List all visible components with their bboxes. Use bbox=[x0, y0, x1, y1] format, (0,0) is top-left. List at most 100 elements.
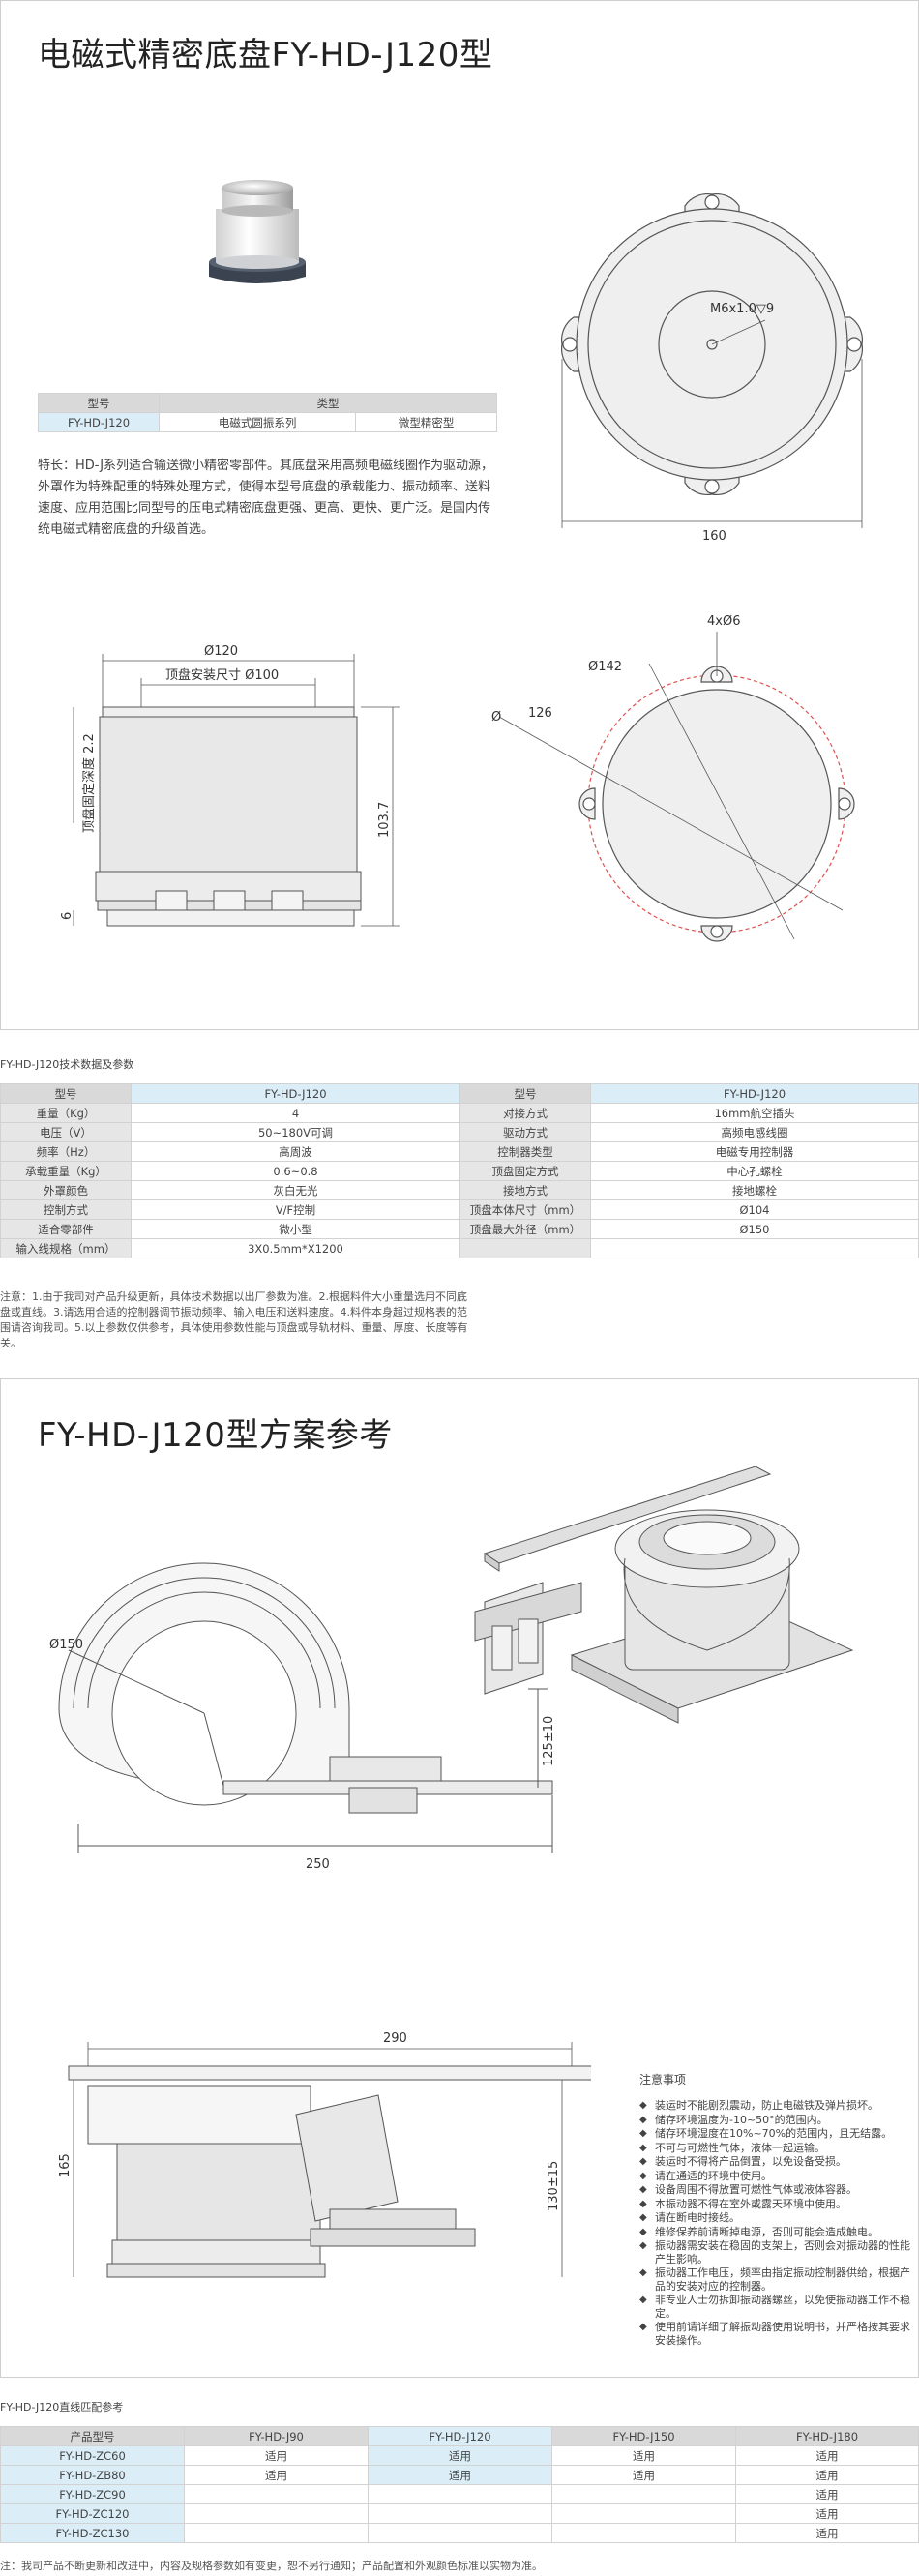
spec-caption: FY-HD-J120技术数据及参数 bbox=[0, 1058, 134, 1071]
spec-cell: 灰白无光 bbox=[131, 1180, 460, 1200]
match-cell: FY-HD-ZB80 bbox=[0, 2465, 185, 2485]
spec-cell: 频率（Hz） bbox=[0, 1141, 132, 1162]
side-view-drawing: Ø120 顶盘安装尺寸 Ø100 顶盘固定深度 2.2 103.7 6 bbox=[60, 644, 400, 927]
product-description: 特长：HD-J系列适合输送微小精密零部件。其底盘采用高频电磁线圈作为驱动源，外罩… bbox=[38, 459, 494, 537]
spec-cell: 控制方式 bbox=[0, 1199, 132, 1220]
solution-panel: FY-HD-J120型方案参考 bbox=[0, 1378, 919, 2378]
spec-cell: 高周波 bbox=[131, 1141, 460, 1162]
spec-cell: 电磁专用控制器 bbox=[590, 1141, 919, 1162]
spec-cell: 重量（Kg） bbox=[0, 1103, 132, 1123]
match-header: FY-HD-J180 bbox=[735, 2426, 919, 2446]
match-cell bbox=[551, 2523, 736, 2543]
match-header: FY-HD-J150 bbox=[551, 2426, 736, 2446]
side-view-height: 103.7 bbox=[377, 802, 392, 838]
spec-cell: 顶盘最大外径（mm） bbox=[460, 1219, 591, 1239]
list-item: 振动器需安装在稳固的支架上，否则会对振动器的性能产生影响。 bbox=[639, 2239, 910, 2265]
elevation-view-width: 290 bbox=[383, 2031, 407, 2046]
match-cell: 适用 bbox=[551, 2445, 736, 2466]
spec-cell: 16mm航空插头 bbox=[590, 1103, 919, 1123]
isometric-render bbox=[474, 1466, 854, 1724]
spec-cell: 对接方式 bbox=[460, 1103, 591, 1123]
top-view-drawing: M6x1.0▽9 160 bbox=[561, 193, 863, 544]
match-header: 产品型号 bbox=[0, 2426, 185, 2446]
table-row: 适合零部件 微小型 顶盘最大外径（mm） Ø150 bbox=[0, 1219, 919, 1239]
match-cell: FY-HD-ZC60 bbox=[0, 2445, 185, 2466]
match-header: FY-HD-J90 bbox=[184, 2426, 369, 2446]
spec-cell: 输入线规格（mm） bbox=[0, 1238, 132, 1258]
table-row: 外罩颜色 灰白无光 接地方式 接地螺栓 bbox=[0, 1180, 919, 1200]
table-row: 控制方式 V/F控制 顶盘本体尺寸（mm） Ø104 bbox=[0, 1199, 919, 1220]
match-cell: 适用 bbox=[368, 2445, 552, 2466]
spec-cell: 接地方式 bbox=[460, 1180, 591, 1200]
page-title: 电磁式精密底盘FY-HD-J120型 bbox=[38, 36, 493, 74]
notice-title: 注意事项 bbox=[639, 2073, 687, 2087]
footer-note: 注：我司产品不断更新和改进中，内容及规格参数如有变更，恕不另行通知；产品配置和外… bbox=[0, 2560, 543, 2572]
match-cell: FY-HD-ZC90 bbox=[0, 2484, 185, 2504]
spec-cell: 驱动方式 bbox=[460, 1122, 591, 1142]
plan-view-diameter: Ø150 bbox=[49, 1638, 83, 1652]
match-cell: 适用 bbox=[368, 2465, 552, 2485]
spec-cell: 顶盘固定方式 bbox=[460, 1161, 591, 1181]
bottom-view-drawing: 4xØ6 Ø142 Ø 126 bbox=[491, 614, 855, 942]
product-panel: 电磁式精密底盘FY-HD-J120型 型号 类型 FY-HD-J120 bbox=[0, 0, 919, 1030]
match-cell: 适用 bbox=[184, 2465, 369, 2485]
spec-cell bbox=[590, 1238, 919, 1258]
match-cell bbox=[184, 2503, 369, 2524]
list-item: 不可与可燃性气体，液体一起运输。 bbox=[639, 2142, 910, 2155]
match-cell: 适用 bbox=[735, 2445, 919, 2466]
match-cell: 适用 bbox=[735, 2465, 919, 2485]
type-table-header-model: 型号 bbox=[38, 393, 160, 413]
spec-cell: Ø104 bbox=[590, 1199, 919, 1220]
solution-title: FY-HD-J120型方案参考 bbox=[38, 1416, 393, 1455]
spec-header-right-val: FY-HD-J120 bbox=[590, 1083, 919, 1104]
match-cell bbox=[368, 2523, 552, 2543]
elevation-view-right-height: 130±15 bbox=[547, 2161, 561, 2211]
list-item: 振动器工作电压，频率由指定振动控制器供给，根据产品的安装对应的控制器。 bbox=[639, 2266, 910, 2293]
match-cell: FY-HD-ZC120 bbox=[0, 2503, 185, 2524]
spec-cell bbox=[460, 1238, 591, 1258]
spec-cell: 顶盘本体尺寸（mm） bbox=[460, 1199, 591, 1220]
bottom-view-diameter-symbol: Ø bbox=[491, 710, 501, 725]
match-cell: 适用 bbox=[735, 2503, 919, 2524]
table-row: 输入线规格（mm） 3X0.5mm*X1200 bbox=[0, 1238, 919, 1258]
match-cell bbox=[368, 2503, 552, 2524]
list-item: 非专业人士勿拆卸振动器螺丝，以免使振动器工作不稳定。 bbox=[639, 2294, 910, 2320]
list-item: 本振动器不得在室外或露天环境中使用。 bbox=[639, 2198, 910, 2211]
notice-list: 装运时不能剧烈震动，防止电磁铁及弹片损坏。 储存环境温度为-10~50°的范围内… bbox=[639, 2099, 910, 2347]
spec-cell: 微小型 bbox=[131, 1219, 460, 1239]
match-cell bbox=[551, 2503, 736, 2524]
match-cell bbox=[368, 2484, 552, 2504]
match-cell: 适用 bbox=[184, 2445, 369, 2466]
match-table: 产品型号 FY-HD-J90 FY-HD-J120 FY-HD-J150 FY-… bbox=[0, 2426, 919, 2543]
list-item: 请在通适的环境中使用。 bbox=[639, 2170, 910, 2183]
list-item: 装运时不能剧烈震动，防止电磁铁及弹片损坏。 bbox=[639, 2099, 910, 2113]
match-cell: FY-HD-ZC130 bbox=[0, 2523, 185, 2543]
spec-cell: 4 bbox=[131, 1103, 460, 1123]
spec-header-left-val: FY-HD-J120 bbox=[131, 1083, 460, 1104]
side-view-depth: 顶盘固定深度 2.2 bbox=[81, 733, 97, 833]
match-header: FY-HD-J120 bbox=[368, 2426, 552, 2446]
spec-cell: 电压（V） bbox=[0, 1122, 132, 1142]
list-item: 维修保养前请断掉电源，否则可能会造成触电。 bbox=[639, 2226, 910, 2239]
table-row: FY-HD-ZC120 适用 bbox=[0, 2503, 919, 2524]
side-view-mount-size: 顶盘安装尺寸 Ø100 bbox=[165, 667, 279, 683]
notice-box: 注意事项 装运时不能剧烈震动，防止电磁铁及弹片损坏。 储存环境温度为-10~50… bbox=[639, 2071, 910, 2348]
list-item: 储存环境湿度在10%~70%的范围内，且无结露。 bbox=[639, 2127, 910, 2141]
table-row: 承载重量（Kg） 0.6~0.8 顶盘固定方式 中心孔螺栓 bbox=[0, 1161, 919, 1181]
table-row: FY-HD-ZC60 适用 适用 适用 适用 bbox=[0, 2445, 919, 2466]
match-cell: 适用 bbox=[735, 2484, 919, 2504]
elevation-view-left-height: 165 bbox=[58, 2153, 73, 2177]
bottom-view-diameter-label: 126 bbox=[528, 706, 552, 721]
side-view-base-height: 6 bbox=[60, 912, 74, 920]
list-item: 设备周围不得放置可燃性气体或液体容器。 bbox=[639, 2183, 910, 2197]
spec-cell: 50~180V可调 bbox=[131, 1122, 460, 1142]
spec-cell: V/F控制 bbox=[131, 1199, 460, 1220]
spec-cell: 中心孔螺栓 bbox=[590, 1161, 919, 1181]
spec-cell: 适合零部件 bbox=[0, 1219, 132, 1239]
type-table-type2: 微型精密型 bbox=[355, 412, 497, 432]
spec-cell: 高频电感线圈 bbox=[590, 1122, 919, 1142]
side-view-outer-diameter: Ø120 bbox=[204, 644, 238, 659]
table-row: FY-HD-ZB80 适用 适用 适用 适用 bbox=[0, 2465, 919, 2485]
type-table: 型号 类型 FY-HD-J120 电磁式圆振系列 微型精密型 bbox=[38, 393, 497, 432]
spec-cell: Ø150 bbox=[590, 1219, 919, 1239]
